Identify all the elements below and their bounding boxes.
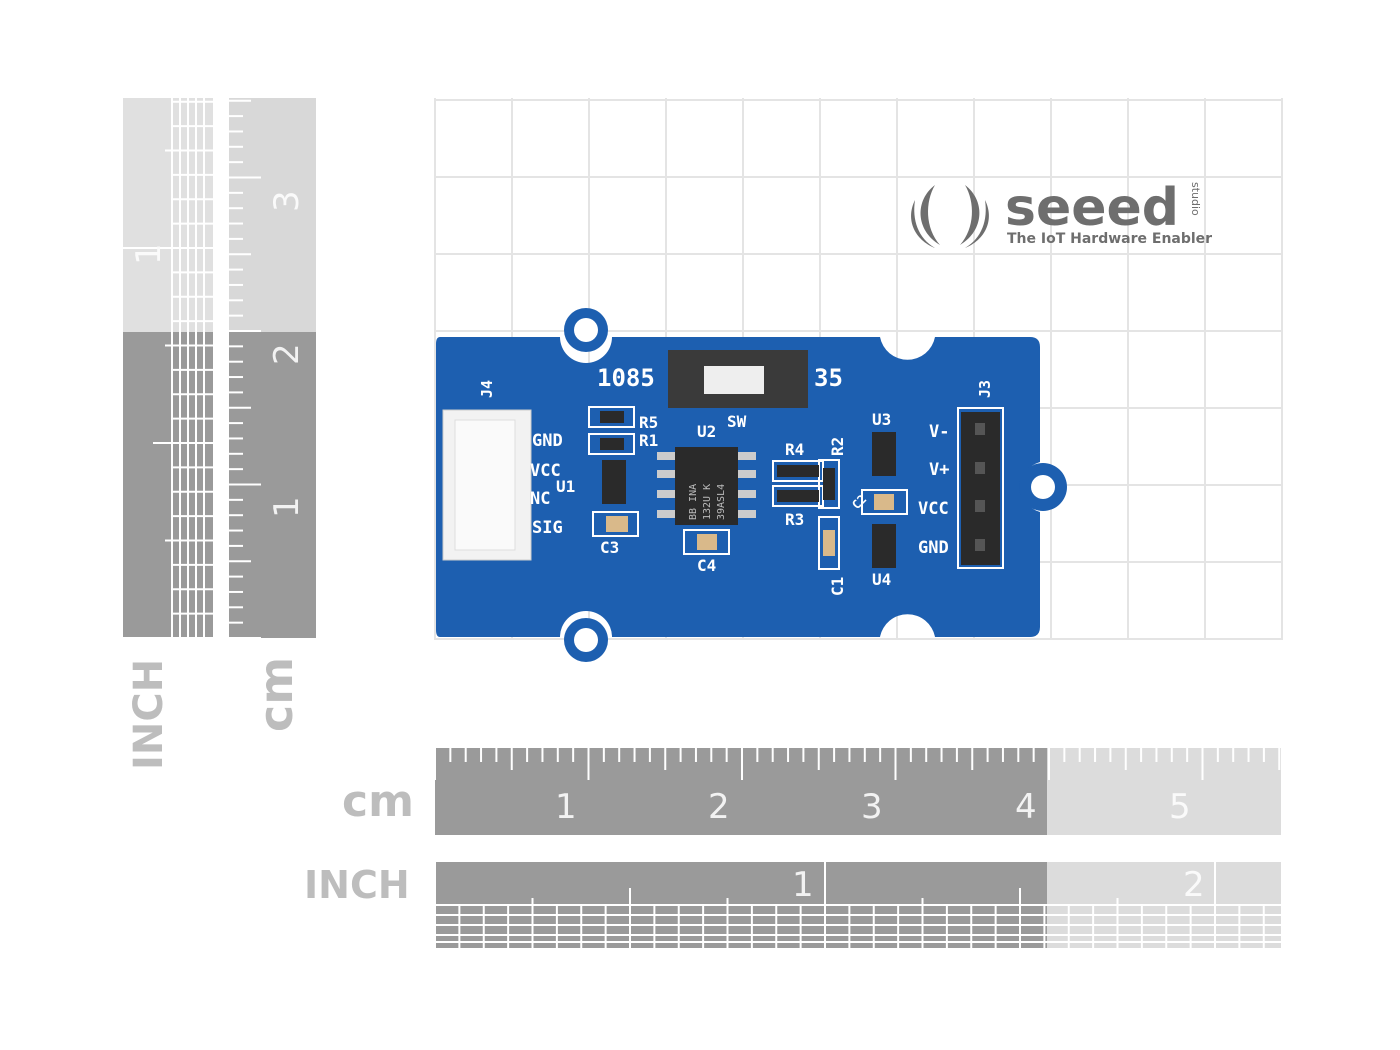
- u1-chip: [602, 460, 626, 504]
- ruler-number: 3: [267, 190, 307, 212]
- label-r3: R3: [785, 510, 804, 529]
- horizontal-inch-ruler: 1 2: [434, 862, 1281, 948]
- ina132-chip: [675, 447, 738, 525]
- horizontal-cm-ruler: 1 2 3 4 5: [434, 748, 1281, 835]
- horizontal-inch-label: INCH: [304, 863, 410, 907]
- vertical-cm-label: cm: [249, 657, 303, 732]
- pin-label: V-: [929, 422, 949, 442]
- label-u3: U3: [872, 410, 891, 429]
- ruler-number: 1: [555, 787, 577, 827]
- vertical-inch-label: INCH: [126, 659, 172, 770]
- ruler-number: 1: [267, 496, 307, 518]
- pin-label: SIG: [532, 518, 563, 538]
- pin-label: GND: [532, 431, 563, 451]
- pin-label: GND: [918, 538, 949, 558]
- ruler-number: 1: [792, 865, 814, 905]
- ruler-number: 2: [708, 787, 730, 827]
- label-r2: R2: [828, 437, 847, 456]
- logo-sub: studio: [1189, 182, 1202, 216]
- pin-label: NC: [530, 489, 550, 509]
- switch-label-right: 35: [814, 364, 843, 392]
- vertical-cm-ruler: 1 2 3: [229, 98, 316, 639]
- seeed-logo: seeed studio The IoT Hardware Enabler: [911, 178, 1212, 248]
- ruler-number: 3: [861, 787, 883, 827]
- label-c3: C3: [600, 538, 619, 557]
- ruler-number: 2: [1183, 865, 1205, 905]
- u4-chip: [872, 524, 896, 568]
- ruler-number: 5: [1169, 787, 1191, 827]
- ruler-number: 4: [1015, 787, 1037, 827]
- ruler-number: 1: [129, 243, 169, 265]
- label-sw: SW: [727, 412, 747, 431]
- label-r5: R5: [639, 413, 658, 432]
- label-u1: U1: [556, 477, 575, 496]
- pin-label: VCC: [918, 499, 949, 519]
- horizontal-cm-label: cm: [342, 776, 414, 827]
- label-j3: J3: [976, 380, 994, 398]
- label-c1: C1: [828, 577, 847, 596]
- logo-brand: seeed: [1005, 178, 1179, 238]
- label-c4: C4: [697, 556, 716, 575]
- label-r4: R4: [785, 440, 804, 459]
- logo-tagline: The IoT Hardware Enabler: [1007, 231, 1212, 247]
- switch-label-left: 1085: [597, 364, 655, 392]
- label-r1: R1: [639, 431, 658, 450]
- chip-marking: BB INA: [688, 484, 699, 520]
- label-j4: J4: [478, 380, 496, 398]
- label-u2: U2: [697, 422, 716, 441]
- grove-module-board: J4 GND VCC NC SIG 1085 35 SW U2 BB INA 1…: [436, 308, 1067, 662]
- pin-label: VCC: [530, 461, 561, 481]
- pin-label: V+: [929, 460, 949, 480]
- chip-marking: 39ASL4: [716, 484, 727, 520]
- label-u4: U4: [872, 570, 891, 589]
- ruler-number: 2: [267, 343, 307, 365]
- chip-marking: 132U K: [702, 484, 713, 520]
- vertical-inch-ruler: 1: [123, 98, 213, 639]
- u3-chip: [872, 432, 896, 476]
